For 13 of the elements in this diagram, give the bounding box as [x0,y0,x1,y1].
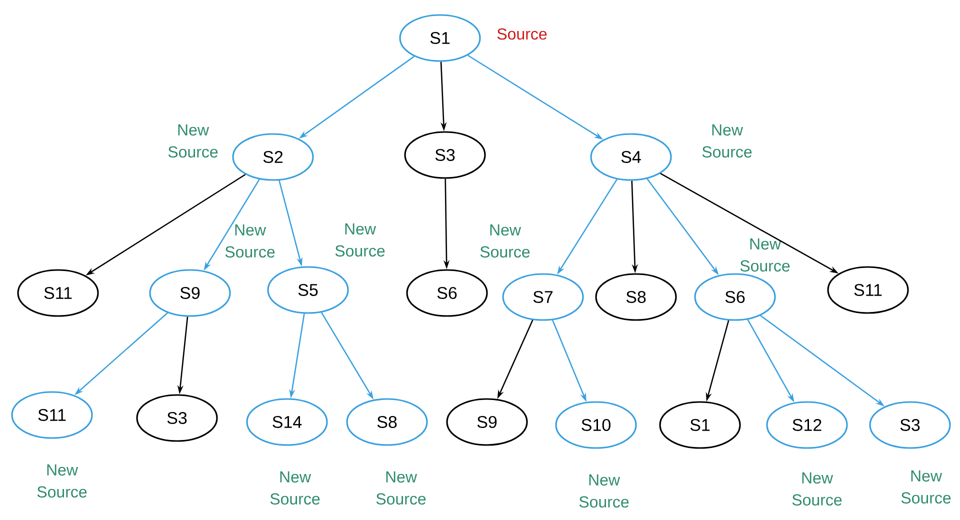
node-label: Source [497,28,547,40]
node-label: New Source [792,472,842,506]
node-label: New Source [335,223,385,257]
node-label: New Source [901,470,951,504]
node-label: New Source [270,471,320,505]
node-label: New Source [480,224,530,258]
node-label: New Source [168,124,218,158]
node-label: New Source [376,471,426,505]
node-label: New Source [579,474,629,508]
node-label: New Source [740,238,790,272]
node-label: New Source [37,464,87,498]
node-label: New Source [702,124,752,158]
node-label: New Source [225,224,275,258]
